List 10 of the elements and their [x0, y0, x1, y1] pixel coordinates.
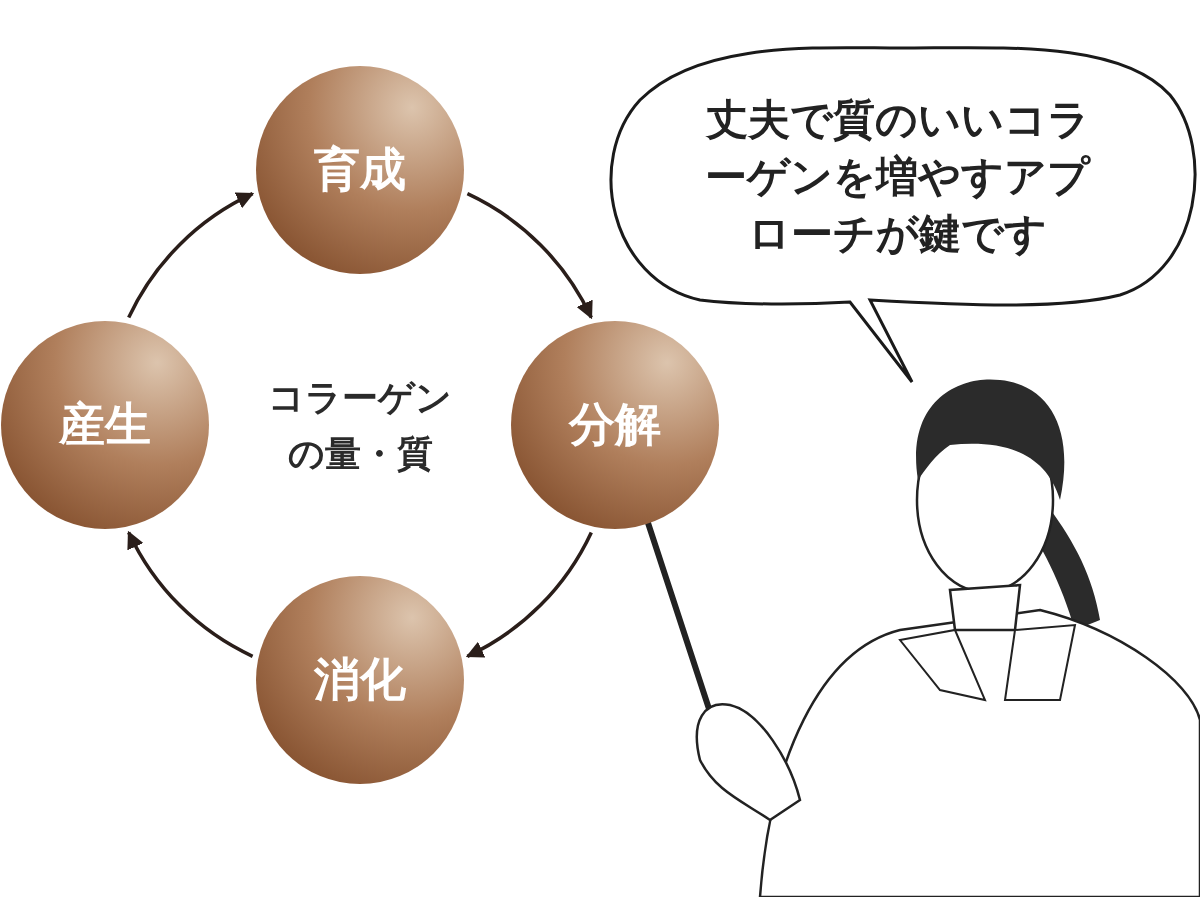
speech-text: 丈夫で質のいいコラーゲンを増やすアプローチが鍵です — [704, 93, 1092, 260]
arrow — [127, 530, 254, 658]
cycle-circle: 産生 — [1, 321, 209, 529]
cycle-circle: 消化 — [256, 576, 464, 784]
arrow — [465, 531, 593, 658]
arrow — [127, 192, 255, 319]
cycle-circle: 育成 — [256, 66, 464, 274]
arrow — [466, 192, 593, 320]
cycle-circle: 分解 — [511, 321, 719, 529]
center-label: コラーゲンの量・質 — [267, 376, 453, 476]
